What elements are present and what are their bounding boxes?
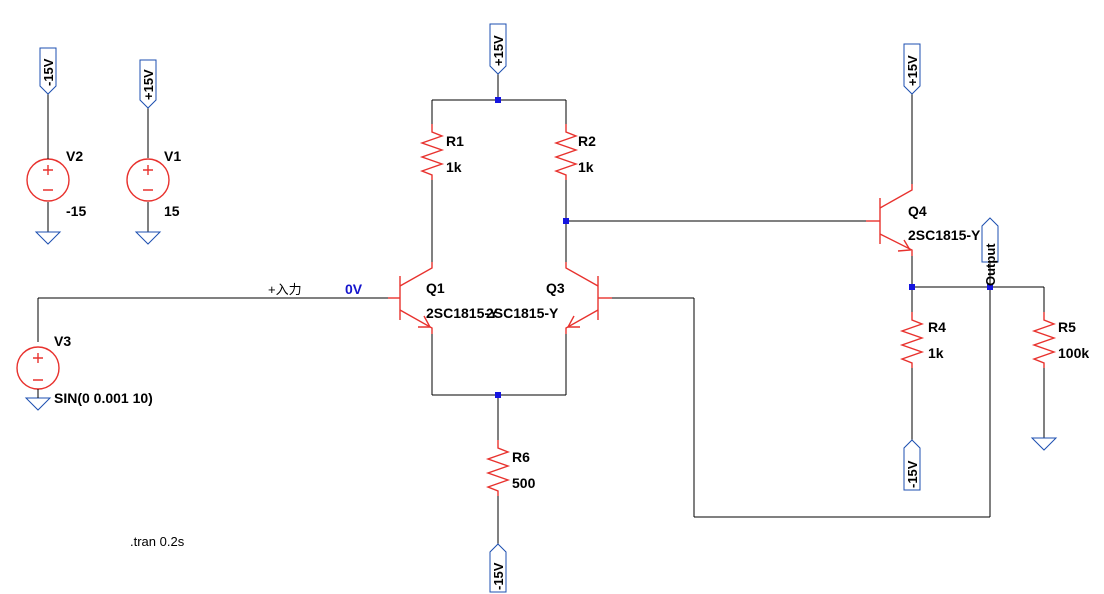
svg-text:V3: V3 [54,333,71,349]
svg-text:1k: 1k [446,159,462,175]
svg-text:R6: R6 [512,449,530,465]
resistor-r4[interactable]: R4 1k [899,312,946,368]
svg-text:R4: R4 [928,319,946,335]
svg-text:100k: 100k [1058,345,1089,361]
svg-text:1k: 1k [578,159,594,175]
input-net-label: +入力 [268,282,302,297]
ground-symbol-r5 [1030,437,1058,451]
voltage-source-v3[interactable]: V3 SIN(0 0.001 10) [16,333,153,406]
flag-output[interactable]: Output [981,217,999,286]
svg-text:-15V: -15V [905,460,920,488]
resistor-r2[interactable]: R2 1k [553,124,596,180]
svg-text:1k: 1k [928,345,944,361]
transistor-q4[interactable]: Q4 2SC1815-Y [866,184,981,256]
voltage-source-v1[interactable]: V1 15 [126,148,181,219]
transistor-q3[interactable]: Q3 2SC1815-Y [486,262,612,334]
svg-text:V2: V2 [66,148,83,164]
flag-v2-top[interactable]: -15V [39,47,57,95]
junction-q3-collector [563,218,569,224]
ground-symbol-v1 [134,231,162,245]
svg-text:2SC1815-Y: 2SC1815-Y [426,305,499,321]
svg-text:Q3: Q3 [546,280,565,296]
svg-text:-15V: -15V [491,562,506,590]
junction-tail [495,392,501,398]
svg-text:+15V: +15V [905,55,920,86]
flag-r6-bottom[interactable]: -15V [489,543,507,593]
flag-v1-top[interactable]: +15V [139,59,157,109]
svg-text:R2: R2 [578,133,596,149]
input-voltage-annotation: 0V [345,281,363,297]
wires [37,74,1045,544]
svg-text:500: 500 [512,475,536,491]
junction-q4-emitter [909,284,915,290]
flag-q4-top[interactable]: +15V [903,43,921,95]
junction-output [987,284,993,290]
junction-top-rail [495,97,501,103]
ground-symbol-v2 [34,231,62,245]
svg-text:2SC1815-Y: 2SC1815-Y [908,227,981,243]
resistor-r6[interactable]: R6 500 [485,440,536,496]
svg-text:SIN(0 0.001 10): SIN(0 0.001 10) [54,390,153,406]
resistor-r5[interactable]: R5 100k [1031,312,1089,368]
transistor-q1[interactable]: Q1 2SC1815-Y [388,262,499,334]
voltage-source-v2[interactable]: V2 -15 [26,148,86,219]
svg-text:Output: Output [983,243,998,286]
flag-diff-top[interactable]: +15V [489,23,507,75]
svg-text:R5: R5 [1058,319,1076,335]
svg-text:2SC1815-Y: 2SC1815-Y [486,305,559,321]
svg-text:R1: R1 [446,133,464,149]
svg-text:Q4: Q4 [908,203,927,219]
svg-text:V1: V1 [164,148,181,164]
svg-text:+15V: +15V [491,35,506,66]
resistor-r1[interactable]: R1 1k [419,124,464,180]
ground-symbol-v3 [24,397,52,411]
svg-text:-15V: -15V [41,58,56,86]
svg-text:Q1: Q1 [426,280,445,296]
svg-text:+15V: +15V [141,69,156,100]
flag-r4-bottom[interactable]: -15V [903,439,921,491]
svg-text:15: 15 [164,203,180,219]
spice-directive[interactable]: .tran 0.2s [130,534,185,549]
svg-text:-15: -15 [66,203,86,219]
